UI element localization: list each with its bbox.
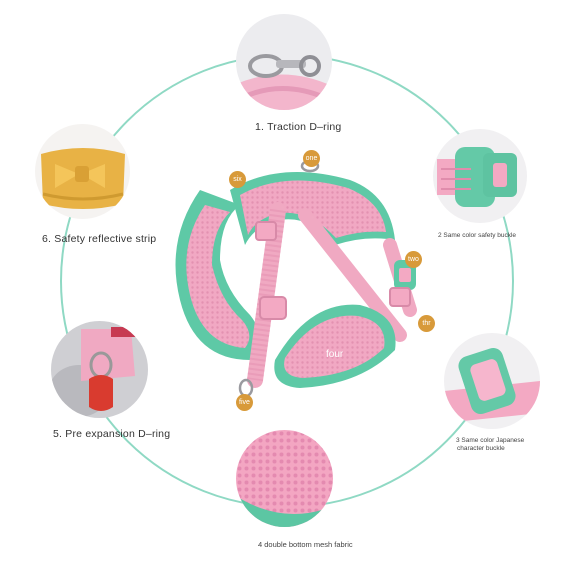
label-safety-buckle: 2 Same color safety buckle [438, 232, 517, 239]
thumb-pre-expansion-d-ring [51, 321, 148, 418]
thumb-safety-buckle [433, 129, 527, 223]
thumb-mesh-fabric [236, 430, 333, 527]
label-mesh-fabric: 4 double bottom mesh fabric [258, 540, 353, 549]
label-japanese-buckle-line2: character buckle [457, 445, 505, 452]
thumb-japanese-buckle [444, 333, 540, 429]
badge-five: five [236, 394, 253, 411]
thumb-reflective-strip [35, 124, 130, 219]
badge-two: two [405, 251, 422, 268]
harness-illustration [175, 159, 417, 398]
label-japanese-buckle-line1: 3 Same color Japanese [456, 437, 525, 444]
badge-three: thr [418, 315, 435, 332]
label-reflective-strip: 6. Safety reflective strip [42, 233, 157, 245]
thumb-traction-d-ring [236, 14, 332, 110]
badge-six: six [229, 171, 246, 188]
badge-one: one [303, 150, 320, 167]
label-traction-d-ring: 1. Traction D–ring [255, 121, 342, 133]
label-pre-expansion-d-ring: 5. Pre expansion D–ring [53, 428, 171, 440]
badge-four: four [326, 349, 344, 360]
